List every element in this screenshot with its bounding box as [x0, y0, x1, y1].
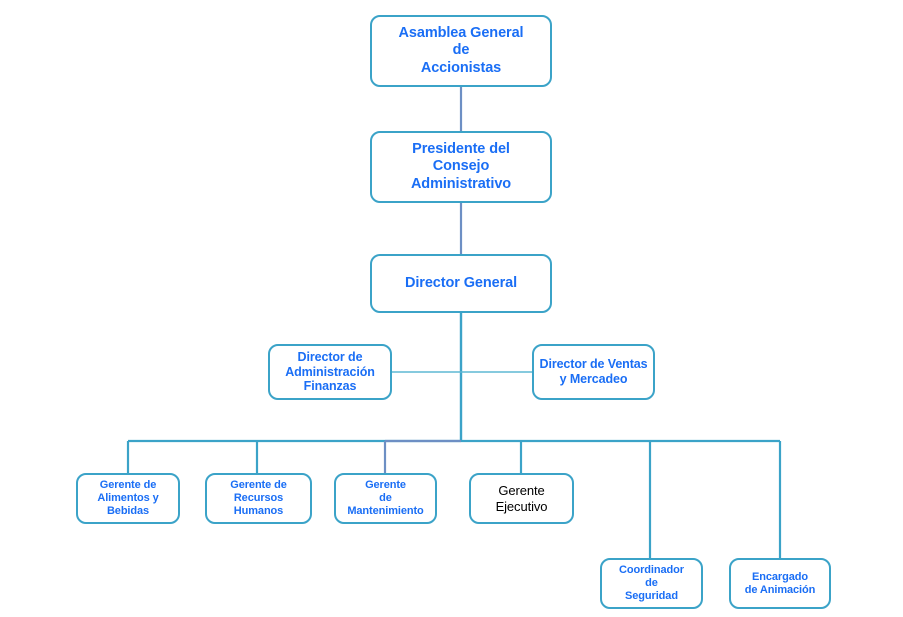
- node-presidente-consejo-label: Presidente del Consejo Administrativo: [410, 141, 512, 192]
- node-director-general[interactable]: Director General: [370, 254, 552, 313]
- node-director-ventas-mercadeo-label: Director de Ventas y Mercadeo: [539, 357, 648, 386]
- node-presidente-consejo[interactable]: Presidente del Consejo Administrativo: [370, 131, 552, 203]
- node-director-ventas-mercadeo[interactable]: Director de Ventas y Mercadeo: [532, 344, 655, 400]
- node-gerente-alimentos-bebidas-label: Gerente de Alimentos y Bebidas: [97, 479, 159, 517]
- node-gerente-recursos-humanos[interactable]: Gerente de Recursos Humanos: [205, 473, 312, 524]
- node-gerente-mantenimiento[interactable]: Gerente de Mantenimiento: [334, 473, 437, 524]
- node-encargado-animacion[interactable]: Encargado de Animación: [729, 558, 831, 609]
- node-gerente-recursos-humanos-label: Gerente de Recursos Humanos: [230, 479, 287, 517]
- node-gerente-alimentos-bebidas[interactable]: Gerente de Alimentos y Bebidas: [76, 473, 180, 524]
- node-gerente-ejecutivo-label: Gerente Ejecutivo: [495, 483, 548, 514]
- node-gerente-ejecutivo[interactable]: Gerente Ejecutivo: [469, 473, 574, 524]
- node-gerente-mantenimiento-label: Gerente de Mantenimiento: [347, 479, 424, 517]
- node-coordinador-seguridad[interactable]: Coordinador de Seguridad: [600, 558, 703, 609]
- node-coordinador-seguridad-label: Coordinador de Seguridad: [619, 564, 684, 602]
- node-director-general-label: Director General: [404, 274, 518, 291]
- node-asamblea-general[interactable]: Asamblea General de Accionistas: [370, 15, 552, 87]
- node-director-admin-finanzas-label: Director de Administración Finanzas: [285, 349, 375, 394]
- node-asamblea-general-label: Asamblea General de Accionistas: [398, 25, 524, 76]
- node-encargado-animacion-label: Encargado de Animación: [744, 570, 816, 596]
- node-director-admin-finanzas[interactable]: Director de Administración Finanzas: [268, 344, 392, 400]
